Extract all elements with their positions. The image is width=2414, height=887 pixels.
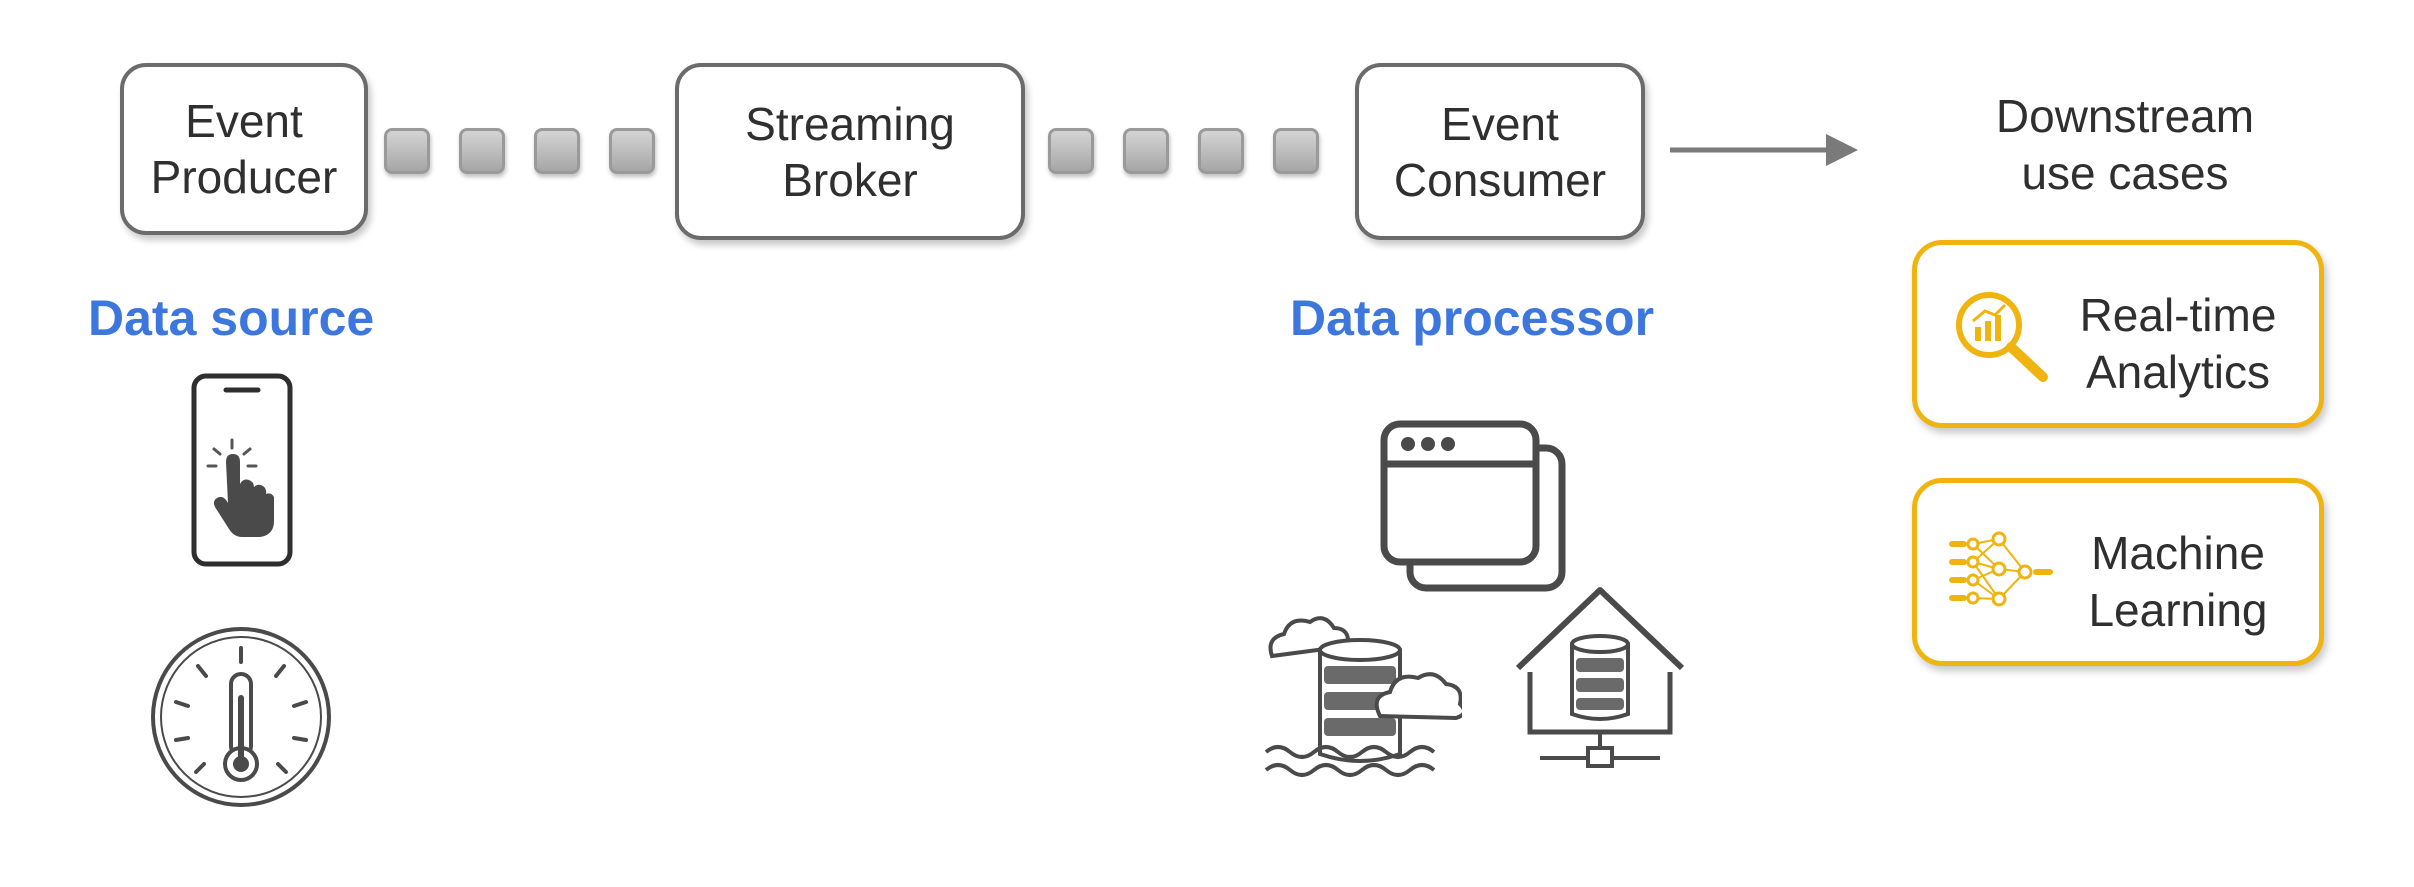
flow-arrow-icon [1670, 134, 1858, 166]
event-message-square [1273, 128, 1319, 174]
event-consumer-line2: Consumer [1393, 153, 1607, 206]
streaming-broker-node: Streaming Broker [675, 63, 1025, 240]
event-producer-node: Event Producer [120, 63, 368, 235]
use-case-line2: Analytics [2085, 346, 2271, 398]
use-case-machine-learning: Machine Learning [1912, 478, 2324, 666]
data-lake-icon [1264, 616, 1462, 777]
downstream-line1: Downstream [1995, 90, 2255, 142]
event-message-square [609, 128, 655, 174]
event-consumer-line1: Event [1441, 97, 1559, 150]
thermometer-gauge-icon [151, 627, 331, 807]
streaming-broker-line1: Streaming [745, 97, 955, 150]
streaming-broker-line2: Broker [782, 153, 918, 206]
data-source-label: Data source [88, 290, 375, 346]
event-message-square [1123, 128, 1169, 174]
analytics-magnifier-icon [1956, 292, 2048, 382]
downstream-line2: use cases [2021, 147, 2229, 199]
application-windows-icon [1380, 420, 1566, 592]
neural-network-icon [1949, 531, 2053, 607]
data-warehouse-icon [1515, 587, 1685, 768]
data-processor-label: Data processor [1290, 290, 1655, 346]
event-message-square [384, 128, 430, 174]
smartphone-tap-icon [191, 373, 293, 567]
event-message-square [534, 128, 580, 174]
use-case-real-time-analytics: Real-time Analytics [1912, 240, 2324, 428]
event-message-square [1198, 128, 1244, 174]
event-producer-line1: Event [185, 95, 303, 147]
event-producer-line2: Producer [150, 151, 338, 203]
use-case-line1: Real-time [2079, 289, 2277, 341]
event-message-square [1048, 128, 1094, 174]
use-case-line1: Machine [2091, 527, 2265, 579]
use-case-line2: Learning [2088, 584, 2268, 636]
event-consumer-node: Event Consumer [1355, 63, 1645, 240]
event-message-square [459, 128, 505, 174]
downstream-use-cases-label: Downstream use cases [1920, 88, 2330, 202]
